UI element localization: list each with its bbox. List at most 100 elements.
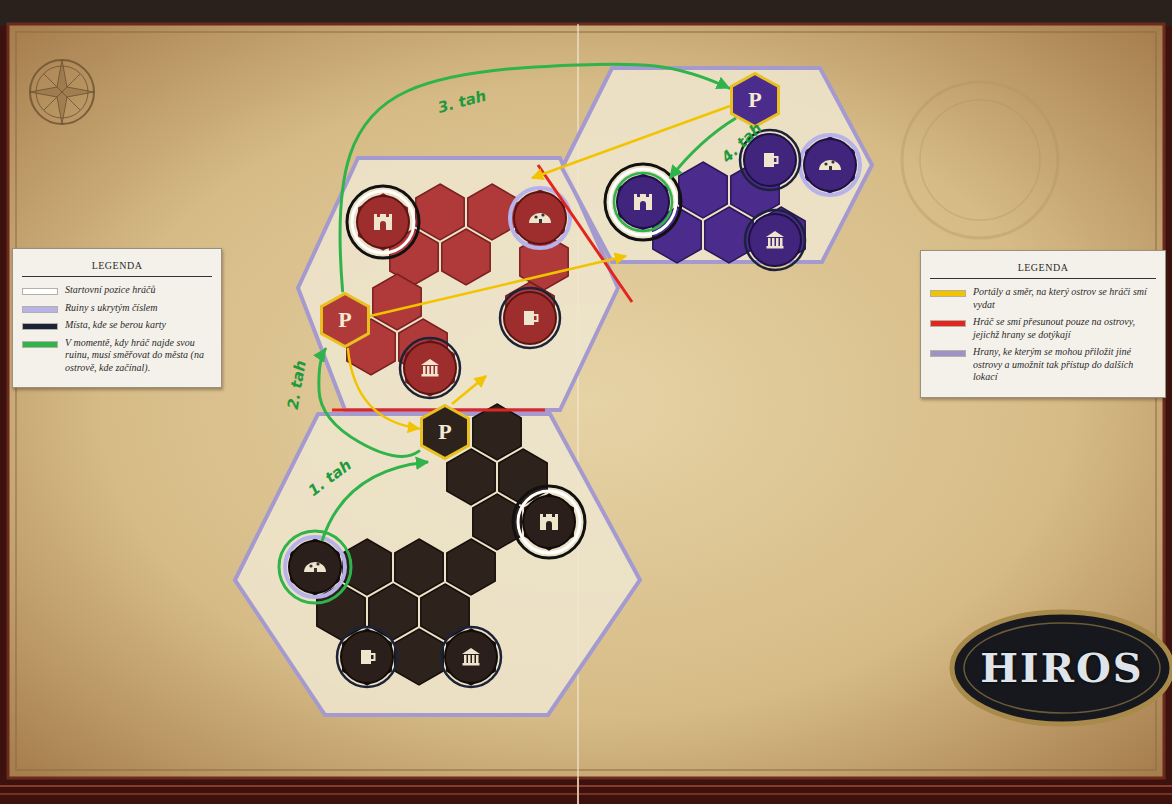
location-token [764,153,778,167]
location-token [514,192,566,244]
location-token [518,491,580,553]
location-token [524,311,538,325]
compass-rose [30,60,94,124]
island-outline [235,414,640,715]
legend-text: Startovní pozice hráčů [65,284,212,297]
portal-letter: P [338,309,351,331]
portal-arrow [532,106,730,178]
legend-row: V momentě, kdy hráč najde svou ruinu, mu… [22,337,212,375]
move-connector [348,349,419,429]
map-emblem [902,82,1058,238]
location-token [634,194,652,210]
black-island-tiles [447,449,495,505]
legend-row: Hrany, ke kterým se mohou přiložit jiné … [930,346,1156,384]
portal-arrow [452,376,486,404]
red-island-tiles [373,274,421,330]
location-token [279,531,351,603]
move-label: 4. tah [719,120,766,166]
location-token [610,169,676,235]
hex-shape [732,74,779,127]
purple-island-tiles [679,162,727,218]
legend-rows: Portály a směr, na který ostrov se hráči… [930,286,1156,384]
compass-rose [30,60,94,124]
location-token [279,531,351,603]
location-token [347,186,419,258]
move-label: 1. tah [305,457,354,500]
legend-title: LEGENDA [1018,262,1069,273]
red-island-tiles [442,229,490,285]
portal-hex: P [420,404,470,460]
legend-text: Ruiny s ukrytým číslem [65,302,212,315]
location-token [421,359,439,377]
hex-shape [422,406,469,459]
map-emblem [920,100,1040,220]
location-token [404,342,456,394]
location-token [500,288,560,348]
portal-hex: P [320,292,370,348]
location-token [500,288,560,348]
black-island-tiles [395,539,443,595]
border-line [332,165,632,410]
legend-row: Ruiny s ukrytým číslem [22,302,212,315]
hex-shape [322,294,369,347]
location-token [745,210,805,270]
legend-text: Hrany, ke kterým se mohou přiložit jiné … [973,346,1156,384]
board-frame [577,778,579,804]
portal-arrow [370,256,626,316]
location-token [304,562,326,572]
location-token [529,213,551,223]
location-token [361,650,375,664]
legend-row: Hráč se smí přesunout pouze na ostrovy, … [930,316,1156,341]
location-token [337,627,397,687]
location-token [540,514,558,530]
location-token [337,627,397,687]
legend-swatch [22,341,58,348]
location-token [513,486,585,558]
legend-swatch [930,350,966,357]
location-token [819,160,841,170]
portal-letter: P [748,89,761,111]
location-token [605,164,681,240]
legend-swatch [22,306,58,313]
logo-plaque [964,623,1160,713]
move-connector [319,349,419,456]
board-frame [0,785,1172,787]
legend-card: LEGENDA Startovní pozice hráčůRuiny s ukr… [12,248,222,388]
location-token [285,537,345,597]
location-token [374,214,392,230]
red-island-tiles [416,184,464,240]
legend-heading: LEGENDA [930,257,1156,279]
location-token [749,214,801,266]
compass-rose [30,60,94,124]
move-label: 2. tah [285,359,310,410]
location-token [804,139,856,191]
island-outline [298,158,618,410]
board-frame [16,32,1156,770]
logo-plaque [952,612,1172,724]
portal-letter: P [438,421,451,443]
border-line [538,165,632,302]
legend-text: Portály a směr, na který ostrov se hráči… [973,286,1156,311]
location-token [504,292,556,344]
location-token [605,164,681,240]
logo-plaque [952,612,1172,724]
location-token [441,627,501,687]
black-island-tiles [395,629,443,685]
move-label: 3. tah [436,88,488,117]
legend-heading: LEGENDA [22,255,212,277]
location-token [513,486,585,558]
location-token [800,135,860,195]
board-frame [0,793,1172,795]
location-token [766,231,784,249]
portal-arrow [370,106,730,404]
legend-row: Startovní pozice hráčů [22,284,212,297]
island-outline [562,68,872,262]
red-island-tiles [347,184,568,396]
location-token [352,191,414,253]
compass-rose [44,74,80,110]
portal-hex: P [730,72,780,128]
